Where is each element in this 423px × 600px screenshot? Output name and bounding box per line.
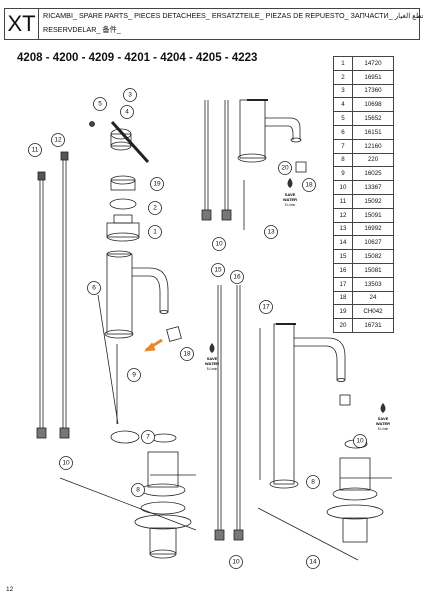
aerator [166, 326, 182, 342]
callout-number: 4 [125, 109, 129, 116]
tall-faucet [259, 323, 351, 489]
callout-circle [141, 430, 155, 444]
callout-circle [230, 270, 244, 284]
callout-number: 3 [128, 92, 132, 99]
save-water-badge-left: SAVE WATER 5 L/min [205, 343, 219, 371]
header-title-line2: RESERVDELAR_ 备件_ [43, 25, 121, 34]
part-code: 16731 [352, 318, 394, 333]
svg-text:SAVE: SAVE [285, 192, 296, 197]
callout-number: 18 [183, 351, 191, 358]
drain-right [257, 439, 392, 561]
callout-circle [229, 555, 243, 569]
callout-circle [306, 555, 320, 569]
svg-text:5 L/min: 5 L/min [207, 367, 218, 371]
callout-circle [212, 237, 226, 251]
save-water-badge-bidet: SAVE WATER 5 L/min [283, 178, 297, 207]
svg-text:5 L/min: 5 L/min [378, 427, 389, 431]
callout-number: 7 [146, 434, 150, 441]
faucet-body [104, 250, 169, 339]
callout-circle [28, 143, 42, 157]
callout-circle [148, 225, 162, 239]
hose-pair-tall [214, 285, 244, 541]
callout-number: 13 [267, 229, 275, 236]
callout-circle [93, 97, 107, 111]
callout-number: 8 [136, 487, 140, 494]
callout-circle [150, 177, 164, 191]
callout-number: 6 [92, 285, 96, 292]
drain-left [59, 430, 197, 559]
callout-number: 17 [262, 304, 270, 311]
callout-circle [51, 133, 65, 147]
svg-text:WATER: WATER [376, 421, 390, 426]
callout-circle [264, 225, 278, 239]
callout-circle [123, 88, 137, 102]
page-number: 12 [6, 586, 14, 593]
page-header: XT RICAMBI_ SPARE PARTS_ PIECES DETACHEE… [4, 8, 423, 40]
hose-pair-bidet [201, 100, 245, 230]
callout-number: 14 [309, 559, 317, 566]
screw-5 [89, 121, 95, 127]
svg-text:5 L/min: 5 L/min [285, 203, 296, 207]
svg-text:SAVE: SAVE [207, 356, 218, 361]
callout-number: 11 [32, 147, 39, 154]
callout-number: 5 [98, 101, 102, 108]
callout-circle [148, 201, 162, 215]
callout-number: 16 [233, 274, 241, 281]
header-title-line1: RICAMBI_ SPARE PARTS_ PIECES DETACHEES_ … [43, 11, 423, 20]
callout-number: 9 [132, 372, 136, 379]
callout-circle [87, 281, 101, 295]
callout-number: 18 [305, 182, 313, 189]
svg-text:SAVE: SAVE [378, 416, 389, 421]
model-numbers: 4208 - 4200 - 4209 - 4201 - 4204 - 4205 … [17, 52, 258, 64]
svg-text:WATER: WATER [205, 361, 219, 366]
callout-number: 10 [215, 241, 223, 248]
callout-circle [131, 483, 145, 497]
series-code: XT [5, 9, 39, 39]
callout-number: 19 [153, 181, 161, 188]
callout-number: 12 [54, 137, 62, 144]
bidet-faucet [237, 99, 307, 173]
callout-circle [180, 347, 194, 361]
callout-circle [59, 456, 73, 470]
callout-number: 1 [153, 229, 157, 236]
callout-circle [259, 300, 273, 314]
callout-number: 10 [62, 460, 70, 467]
callout-circle [211, 263, 225, 277]
callout-number: 8 [311, 479, 315, 486]
svg-text:WATER: WATER [283, 197, 297, 202]
callout-circle [353, 434, 367, 448]
hose-11 [36, 171, 47, 439]
cartridge-parts [106, 175, 140, 242]
callout-number: 10 [356, 438, 364, 445]
callout-number: 15 [214, 267, 222, 274]
save-water-badge-right: SAVE WATER 5 L/min [376, 403, 390, 431]
callout-number: 20 [281, 165, 289, 172]
callout-circle [306, 475, 320, 489]
callout-number: 10 [232, 559, 240, 566]
callout-circle [127, 368, 141, 382]
callout-circle [120, 105, 134, 119]
handle-lever [110, 120, 150, 164]
callout-circle [302, 178, 316, 192]
hose-12 [59, 151, 70, 439]
callout-circle [278, 161, 292, 175]
callout-number: 2 [153, 205, 157, 212]
